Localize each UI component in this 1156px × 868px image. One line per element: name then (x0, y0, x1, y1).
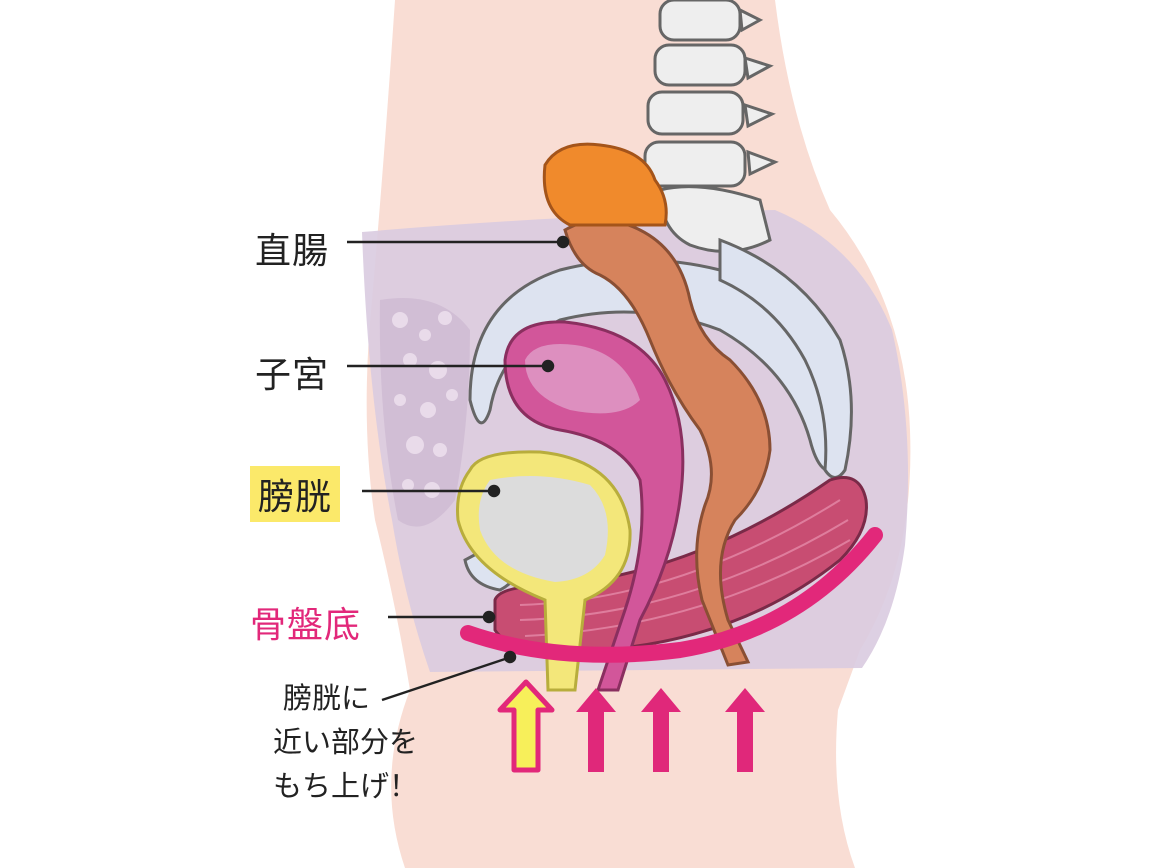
uterus (503, 320, 685, 692)
label-uterus: 子宮 (255, 355, 330, 396)
arrow-pink-2 (641, 688, 681, 772)
lift-note-line2: 近い部分を (273, 725, 419, 759)
arrow-pink-3 (725, 688, 765, 772)
uterus-inner (525, 344, 640, 414)
leader-lines (347, 235, 570, 702)
label-pelvic-floor: 骨盤底 (250, 605, 362, 646)
rectum (563, 218, 772, 667)
lift-note: 膀胱に 近い部分を もち上げ！ (273, 676, 418, 808)
lift-note-line1: 膀胱に (283, 681, 371, 715)
pelvic-floor-curve (460, 527, 883, 663)
lift-note-line3: もち上げ！ (273, 769, 419, 803)
rectum-top (542, 142, 668, 227)
bladder-inner (478, 476, 608, 582)
arrow-pink-1 (576, 688, 616, 772)
label-rectum: 直腸 (255, 231, 330, 272)
arrow-yellow (497, 679, 555, 773)
label-bladder: 膀胱 (250, 466, 341, 522)
